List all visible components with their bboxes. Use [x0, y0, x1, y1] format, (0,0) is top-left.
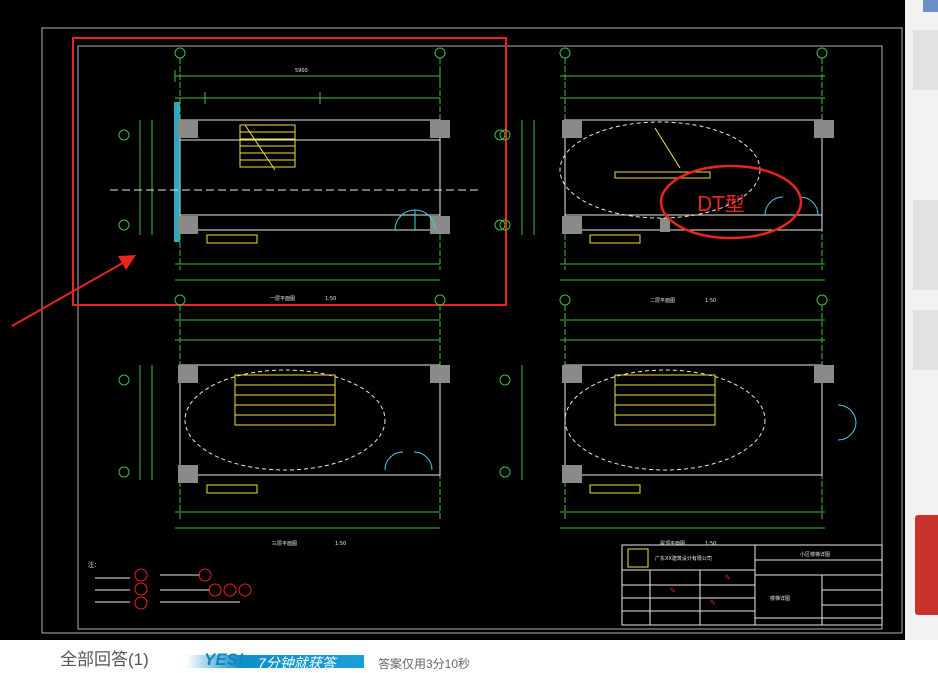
signature-stamp-3: ✎	[710, 599, 716, 607]
bottom-bar	[0, 640, 938, 665]
drawing-frame	[41, 27, 903, 634]
plan2-scale: 1:50	[705, 298, 716, 304]
highlight-box	[72, 37, 507, 306]
promo-text: 7分钟就获答	[258, 655, 336, 671]
project-name: 小区楼梯详图	[800, 551, 830, 558]
plan-third-floor: 三层平面图 1:50	[118, 294, 450, 547]
drawing-notes: 注：	[88, 561, 252, 610]
title-block: 广东XX建筑设计有限公司 小区楼梯详图 楼梯详图 ✎ ✎ ✎	[621, 544, 883, 626]
plan2-title: 二层平面图	[650, 298, 675, 304]
cad-drawing-viewer[interactable]: 5900	[0, 0, 905, 640]
plan-second-floor: 二层平面图 1:50	[499, 47, 834, 304]
sheet-name: 楼梯详图	[770, 595, 790, 602]
plan3-scale: 1:50	[335, 541, 346, 547]
sidebar-panel	[913, 30, 938, 90]
dt-annotation: DT型	[659, 164, 803, 240]
sidebar-panel	[913, 200, 938, 290]
dt-label: DT型	[697, 192, 745, 216]
dim-overall-text: 5900	[295, 68, 308, 74]
plan4-scale: 1:50	[705, 541, 716, 547]
signature-stamp: ✎	[725, 574, 731, 582]
sidebar-panel	[913, 310, 938, 370]
company-logo	[627, 548, 649, 568]
all-answers-label[interactable]: 全部回答(1)	[60, 650, 149, 669]
red-arrow	[11, 255, 136, 327]
drawing-inner-frame	[77, 45, 883, 630]
signature-stamp-2: ✎	[670, 587, 676, 595]
sidebar-red-widget[interactable]	[915, 515, 938, 615]
promo-yes-text: YES!	[204, 650, 244, 669]
company-name: 广东XX建筑设计有限公司	[655, 555, 712, 562]
cad-drawing: 5900	[11, 27, 903, 634]
plan-first-floor: 5900	[110, 47, 506, 302]
sidebar-top-tab[interactable]	[923, 0, 938, 12]
plan1-scale: 1:50	[325, 296, 336, 302]
plan1-title: 一层平面图	[270, 296, 295, 302]
answer-time-note: 答案仅用3分10秒	[378, 657, 471, 671]
fast-answer-promo: YES! 7分钟就获答	[186, 650, 364, 671]
plan-roof: 屋顶平面图 1:50	[499, 294, 857, 547]
plan4-title: 屋顶平面图	[660, 541, 685, 547]
plan3-title: 三层平面图	[272, 541, 297, 547]
notes-title: 注：	[88, 561, 100, 569]
right-sidebar-strip	[905, 0, 938, 640]
